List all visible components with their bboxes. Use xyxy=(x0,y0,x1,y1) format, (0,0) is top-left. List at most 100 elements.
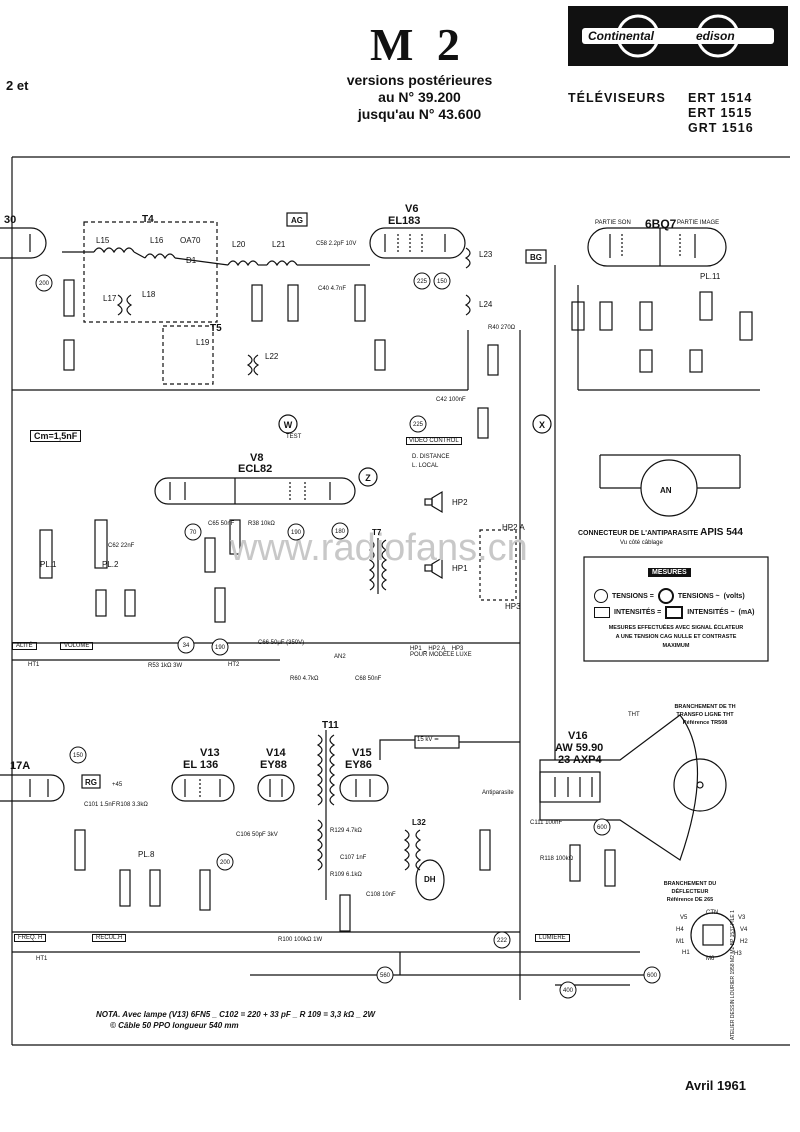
legend-intensity-ac: INTENSITÉS ~ xyxy=(687,609,735,616)
tv-model: ERT 1515 xyxy=(688,106,753,120)
tv-models: ERT 1514 ERT 1515 GRT 1516 xyxy=(688,91,754,136)
label-l15: L15 xyxy=(96,236,110,245)
label-r38: R38 10kΩ xyxy=(248,521,275,527)
label-hp2: HP2 xyxy=(452,498,468,507)
brand-word-1: Continental xyxy=(588,29,655,43)
deflector-line: BRANCHEMENT DU xyxy=(663,881,717,887)
label-hp2a: HP2 A xyxy=(502,523,525,532)
label-hp3: HP3 xyxy=(505,602,521,611)
deflector-pin: V3 xyxy=(738,915,746,921)
tv-model: ERT 1514 xyxy=(688,91,753,105)
voltage-label: 200 xyxy=(220,860,231,866)
label-an: AN xyxy=(660,486,672,495)
voltage-label: 222 xyxy=(497,938,508,944)
label-c106: C106 50pF 3kV xyxy=(236,832,278,838)
tube-type-v8: ECL82 xyxy=(238,463,273,475)
tht-line: TRANSFO LIGNE THT xyxy=(676,712,734,718)
watermark-text: www.radiofans.cn xyxy=(229,527,528,569)
voltage-label: 600 xyxy=(597,825,608,831)
voltage-label: 560 xyxy=(380,973,391,979)
label-c58: C58 2.2pF 10V xyxy=(316,241,357,247)
label-l20: L20 xyxy=(232,240,246,249)
tube-ref-v8: V8 xyxy=(250,452,264,464)
date-footer: Avril 1961 xyxy=(685,1078,746,1093)
legend-tension-dc: TENSIONS = xyxy=(612,592,654,600)
tv-model: GRT 1516 xyxy=(688,121,754,135)
tension-ac-symbol xyxy=(657,588,674,604)
label-r60: R60 4.7kΩ xyxy=(290,676,319,682)
deflector-pin: CTN xyxy=(706,910,719,916)
label-c42: C42 100nF xyxy=(436,397,466,403)
note-line-2: Câble 50 PPO longueur 540 mm xyxy=(118,1021,239,1030)
label-r109: R109 6.1kΩ xyxy=(330,872,362,878)
versions-line: versions postérieures xyxy=(346,72,493,88)
volume-tag: VOLUME xyxy=(60,642,94,650)
tube-part-image: PARTIE IMAGE xyxy=(677,220,720,226)
voltage-label: 190 xyxy=(291,530,302,536)
tension-dc-symbol xyxy=(594,589,608,603)
label-l19: L19 xyxy=(196,338,210,347)
left-fragment: 2 et xyxy=(6,78,29,93)
tube-type-left-top: 30 xyxy=(4,214,17,226)
tag-bg: BG xyxy=(530,253,542,262)
tag-ag: AG xyxy=(291,216,303,225)
quality-tag: ALITÉ xyxy=(12,642,37,650)
tube-ref-v6: V6 xyxy=(405,203,419,215)
label-ht2: HT2 xyxy=(228,662,240,668)
label-r118: R118 100kΩ xyxy=(540,856,574,862)
tube-ref-v14: V14 xyxy=(266,747,286,759)
label-c62: C62 22nF xyxy=(108,543,135,549)
test-point-z: Z xyxy=(365,473,371,483)
note-line-2-wrap: © Câble 50 PPO longueur 540 mm xyxy=(110,1021,239,1030)
label-pl2: PL.2 xyxy=(102,560,119,569)
label-t5: T5 xyxy=(210,323,222,334)
voltage-label: 190 xyxy=(215,645,226,651)
tube-type-v14: EY88 xyxy=(260,759,287,771)
tube-type-v6: EL183 xyxy=(388,215,421,227)
side-credit: ATELIER DESSIN LOURIER 1958 M2 M2 BP 153… xyxy=(730,910,736,1040)
label-distance: D. DISTANCE xyxy=(412,454,450,460)
label-l18: L18 xyxy=(142,290,156,299)
model-title: M 2 xyxy=(370,19,466,70)
label-oa70: OA70 xyxy=(180,236,201,245)
label-dh: DH xyxy=(424,875,436,884)
note-line-1: NOTA. Avec lampe (V13) 6FN5 _ C102 = 220… xyxy=(96,1010,376,1019)
label-c68: C68 50nF xyxy=(355,676,382,682)
legend-note-line: MAXIMUM xyxy=(662,643,690,649)
legend-intensity-unit: (mA) xyxy=(738,609,755,616)
freq-tag: FREQ. H xyxy=(14,934,47,942)
label-ht1-bottom: HT1 xyxy=(36,956,48,962)
recul-tag: RECUL.H xyxy=(92,934,127,942)
label-r40: R40 270Ω xyxy=(488,325,516,331)
label-hp1: HP1 xyxy=(452,564,468,573)
label-plus45: +45 xyxy=(112,782,123,788)
test-point-x: X xyxy=(539,420,545,430)
voltage-label: 600 xyxy=(647,973,658,979)
legend-row-intensity: INTENSITÉS = INTENSITÉS ~ (mA) xyxy=(594,606,754,619)
deflector-pin: H4 xyxy=(676,927,684,933)
brand-logo: Continental edison xyxy=(568,6,788,66)
tht-branch-caption: BRANCHEMENT DE TH TRANSFO LIGNE THT Réfé… xyxy=(660,703,750,727)
voltage-label: 150 xyxy=(437,279,448,285)
label-c65: C65 50nF xyxy=(208,521,235,527)
label-pl1: PL.1 xyxy=(40,560,57,569)
label-r100: R100 100kΩ 1W xyxy=(278,937,323,943)
versions-block: versions postérieures au N° 39.200 jusqu… xyxy=(342,72,497,123)
deflector-pin: V4 xyxy=(740,927,748,933)
label-l17: L17 xyxy=(103,294,117,303)
label-ht1: HT1 xyxy=(28,662,40,668)
tv-category: TÉLÉVISEURS xyxy=(568,91,666,105)
antiparasite-view: Vu côté câblage xyxy=(620,540,663,546)
cm-tag: Cm=1,5nF xyxy=(30,430,82,442)
deflector-pin: M1 xyxy=(676,939,685,945)
voltage-label: 225 xyxy=(417,279,428,285)
label-test: TEST xyxy=(286,434,302,440)
tube-type-v13: EL 136 xyxy=(183,759,219,771)
deflector-pin: H2 xyxy=(740,939,748,945)
voltage-label: 180 xyxy=(335,529,346,535)
label-t7: T7 xyxy=(372,528,382,537)
label-c107: C107 1nF xyxy=(340,855,367,861)
label-c101: C101 1.5nF xyxy=(84,802,116,808)
tht-line: BRANCHEMENT DE TH xyxy=(674,704,736,710)
video-control-tag: VIDEO CONTROL xyxy=(406,437,462,445)
